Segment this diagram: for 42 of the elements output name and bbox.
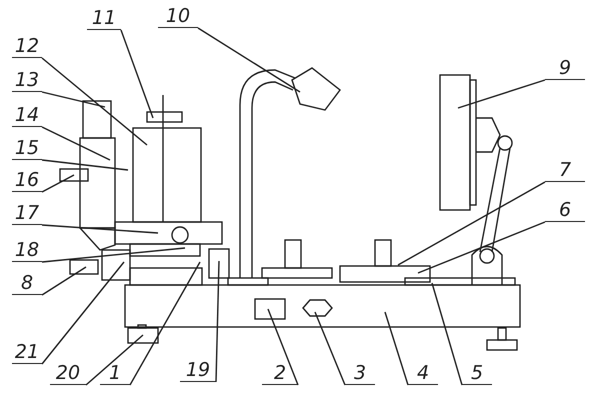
callout-number: 21	[12, 342, 42, 364]
leader-line	[86, 334, 144, 386]
callout-number: 18	[12, 240, 42, 262]
callout-number: 20	[50, 363, 86, 385]
callout-number: 2	[262, 363, 298, 385]
callout-number: 6	[545, 200, 585, 222]
leader-line	[418, 221, 546, 274]
callout-number: 10	[158, 6, 198, 28]
leader-line	[42, 57, 148, 146]
leader-line	[384, 312, 409, 386]
leader-line	[129, 262, 201, 386]
leader-line	[42, 91, 106, 108]
leader-line	[215, 260, 220, 382]
callout-number: 8	[12, 273, 42, 295]
callout-number: 3	[345, 363, 375, 385]
leader-line	[120, 30, 154, 118]
leader-line	[42, 174, 74, 193]
leader-line	[314, 312, 346, 386]
callout-number: 14	[12, 105, 42, 127]
leader-line	[42, 224, 158, 234]
callout-number: 12	[12, 36, 42, 58]
leader-line	[198, 27, 300, 93]
leader-line	[42, 126, 110, 161]
callout-number: 4	[408, 363, 438, 385]
callout-number: 15	[12, 138, 42, 160]
callout-number: 16	[12, 170, 42, 192]
callout-number: 17	[12, 203, 42, 225]
callout-number: 9	[545, 58, 585, 80]
leader-line	[41, 262, 125, 364]
leader-line	[42, 247, 186, 263]
callout-number: 5	[462, 363, 492, 385]
callout-number: 19	[180, 360, 216, 382]
callout-number: 13	[12, 70, 42, 92]
leader-line	[267, 308, 299, 386]
callout-number: 11	[87, 8, 121, 30]
leader-line	[398, 181, 546, 266]
leader-line	[42, 159, 128, 171]
callout-number: 7	[545, 160, 585, 182]
callout-number: 1	[100, 363, 130, 385]
leader-line	[431, 282, 463, 386]
leader-line	[458, 79, 546, 109]
leader-line	[42, 266, 86, 296]
